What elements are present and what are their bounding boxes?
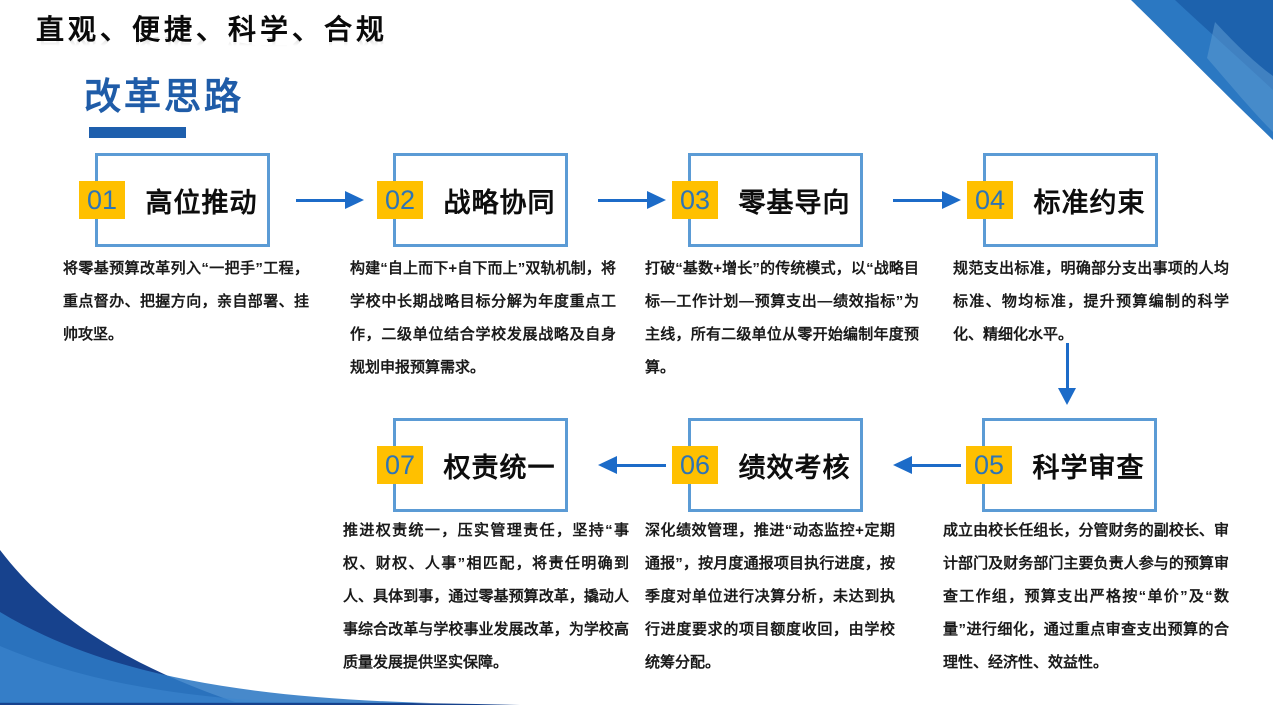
- step-box: 02 战略协同: [377, 153, 568, 247]
- step-title: 绩效考核: [738, 452, 851, 483]
- step-title: 标准约束: [1033, 187, 1146, 218]
- step-description: 将零基预算改革列入“一把手”工程，重点督办、把握方向，亲自部署、挂帅攻坚。: [63, 260, 309, 343]
- step-number-badge: 04: [967, 181, 1013, 219]
- step-box: 01 高位推动: [79, 153, 270, 247]
- step-description: 打破“基数+增长”的传统模式，以“战略目标—工作计划—预算支出—绩效指标”为主线…: [645, 260, 919, 376]
- title-underline: [89, 127, 186, 138]
- arrow-right-icon: [893, 191, 961, 210]
- page-title: 改革思路: [84, 76, 244, 117]
- arrow-down-icon: [1058, 343, 1077, 405]
- step-number-badge: 01: [79, 181, 125, 219]
- step-box: 04 标准约束: [967, 153, 1158, 247]
- step-title: 科学审查: [1032, 452, 1145, 483]
- step-box: 06 绩效考核: [672, 418, 863, 512]
- step-title: 权责统一: [443, 452, 556, 483]
- step-title: 零基导向: [738, 187, 851, 218]
- step-number-badge: 07: [377, 446, 423, 484]
- step-box: 07 权责统一: [377, 418, 568, 512]
- step-title: 战略协同: [443, 187, 556, 218]
- step-title: 高位推动: [145, 187, 258, 218]
- step-box: 03 零基导向: [672, 153, 863, 247]
- corner-swoosh-top-right-icon: [1131, 0, 1273, 140]
- step-description: 构建“自上而下+自下而上”双轨机制，将学校中长期战略目标分解为年度重点工作，二级…: [350, 260, 616, 376]
- step-description: 深化绩效管理，推进“动态监控+定期通报”，按月度通报项目执行进度，按季度对单位进…: [645, 522, 895, 671]
- slide-tagline: 直观、便捷、科学、合规: [36, 15, 389, 46]
- step-number-badge: 02: [377, 181, 423, 219]
- step-number-badge: 06: [672, 446, 718, 484]
- arrow-right-icon: [296, 191, 364, 210]
- step-box: 05 科学审查: [966, 418, 1157, 512]
- step-number-badge: 05: [966, 446, 1012, 484]
- arrow-left-icon: [598, 456, 666, 475]
- step-description: 成立由校长任组长，分管财务的副校长、审计部门及财务部门主要负责人参与的预算审查工…: [943, 522, 1229, 671]
- step-description: 推进权责统一，压实管理责任，坚持“事权、财权、人事”相匹配，将责任明确到人、具体…: [343, 522, 629, 671]
- step-number-badge: 03: [672, 181, 718, 219]
- corner-swoosh-bottom-left-icon: [0, 550, 520, 705]
- arrow-left-icon: [893, 456, 961, 475]
- step-description: 规范支出标准，明确部分支出事项的人均标准、物均标准，提升预算编制的科学化、精细化…: [953, 260, 1229, 343]
- arrow-right-icon: [598, 191, 666, 210]
